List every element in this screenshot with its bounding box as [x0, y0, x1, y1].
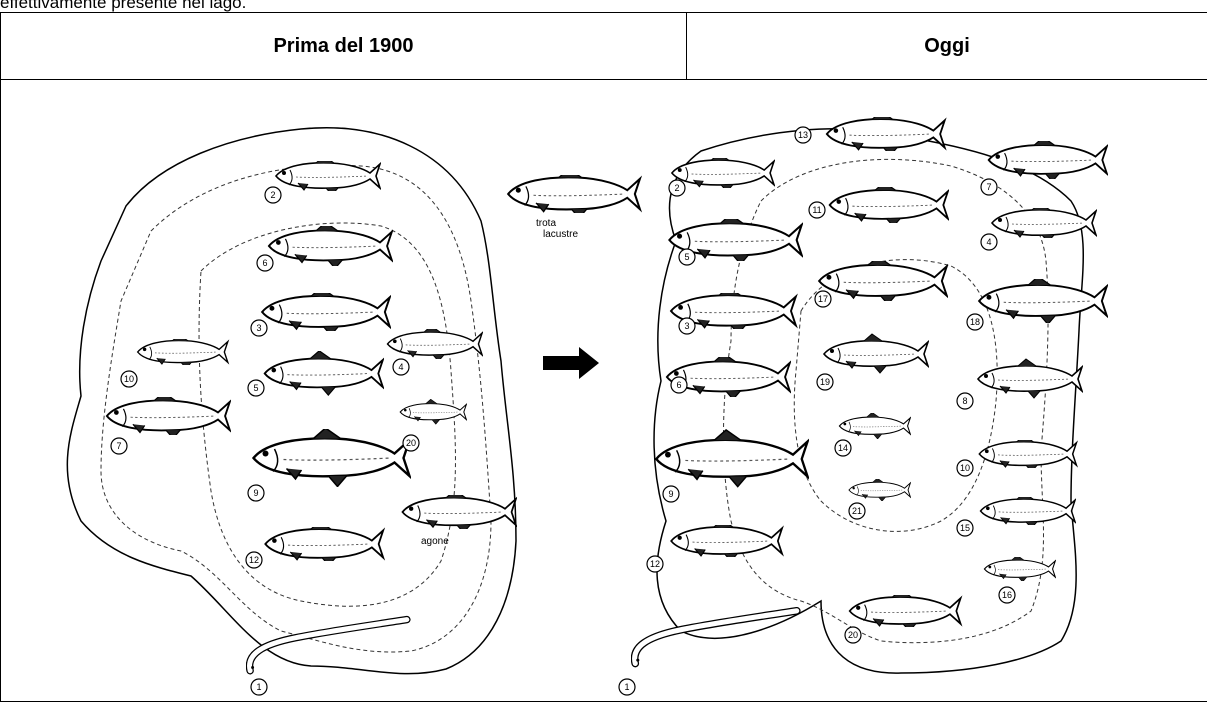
fish-before-4	[388, 326, 483, 361]
fish-before-agone	[402, 490, 515, 533]
label-lacustre: lacustre	[543, 229, 578, 240]
num-now-15: 15	[960, 523, 970, 533]
fish-before-9	[254, 428, 410, 487]
lake-before	[67, 128, 516, 674]
num-now-10: 10	[960, 463, 970, 473]
fish-before-6	[269, 222, 392, 268]
fish-before-2	[276, 156, 380, 195]
fish-now-8	[978, 359, 1082, 398]
fish-now-4	[992, 203, 1096, 242]
num-now-9: 9	[668, 489, 673, 499]
fish-now-13	[827, 111, 945, 155]
fish-trota-lacustre	[508, 169, 640, 218]
fish-now-6	[667, 353, 790, 399]
label-agone: agone	[421, 536, 449, 547]
fish-now-7	[989, 137, 1107, 181]
num-now-1: 1	[624, 682, 629, 692]
fish-now-14	[839, 412, 910, 439]
fish-now-16	[984, 555, 1055, 582]
fish-before-12	[265, 521, 383, 565]
header-today: Oggi	[687, 13, 1207, 80]
num-now-17: 17	[818, 294, 828, 304]
num-now-3: 3	[684, 321, 689, 331]
num-before-1: 1	[256, 682, 261, 692]
fish-now-2	[672, 153, 774, 191]
num-before-9: 9	[253, 488, 258, 498]
num-now-14: 14	[838, 443, 848, 453]
fish-before-10	[138, 335, 228, 369]
fish-now-9	[656, 430, 807, 487]
num-before-2: 2	[270, 190, 275, 200]
num-now-12: 12	[650, 559, 660, 569]
intro-text: effettivamente presente nel lago.	[0, 0, 1207, 12]
lake-fish-illustration: 2 6 3 5 9 12 1 10 7 4 20 agone trota lac…	[1, 80, 1206, 699]
num-before-12: 12	[249, 555, 259, 565]
fish-before-3	[262, 287, 390, 335]
fish-before-7	[107, 392, 230, 438]
num-now-8: 8	[962, 396, 967, 406]
fish-before-group	[107, 156, 516, 671]
num-now-19: 19	[820, 377, 830, 387]
num-now-20: 20	[848, 630, 858, 640]
fish-now-10	[979, 435, 1076, 471]
fish-now-21	[849, 478, 910, 501]
fish-now-19	[824, 334, 928, 373]
fish-before-20	[400, 399, 466, 424]
num-now-18: 18	[970, 317, 980, 327]
eel-now	[635, 611, 797, 664]
fish-now-18	[979, 276, 1107, 324]
num-now-6: 6	[676, 380, 681, 390]
comparison-table: Prima del 1900 Oggi	[0, 12, 1207, 702]
num-now-4: 4	[986, 237, 991, 247]
num-now-21: 21	[852, 506, 862, 516]
header-before-1900: Prima del 1900	[1, 13, 687, 80]
fish-now-20	[850, 590, 961, 632]
fish-now-11	[830, 182, 948, 226]
fish-before-5	[265, 351, 383, 395]
num-before-20: 20	[406, 438, 416, 448]
fish-now-15	[981, 493, 1076, 528]
arrow-icon	[543, 347, 599, 379]
num-before-7: 7	[116, 441, 121, 451]
fish-before-number-labels: 2 6 3 5 9 12 1 10 7 4 20	[116, 190, 416, 692]
num-before-10: 10	[124, 374, 134, 384]
figure-cell: 2 6 3 5 9 12 1 10 7 4 20 agone trota lac…	[1, 80, 1207, 702]
num-now-5: 5	[684, 252, 689, 262]
num-now-11: 11	[812, 205, 821, 215]
num-before-4: 4	[398, 362, 403, 372]
num-before-6: 6	[262, 258, 267, 268]
fish-now-group	[635, 111, 1107, 663]
num-now-16: 16	[1002, 590, 1012, 600]
num-now-7: 7	[986, 182, 991, 192]
num-before-3: 3	[256, 323, 261, 333]
label-trota: trota	[536, 218, 556, 229]
fish-now-12	[671, 520, 782, 562]
num-now-2: 2	[674, 183, 679, 193]
fish-now-17	[819, 256, 947, 304]
num-before-5: 5	[253, 383, 258, 393]
eel-before	[250, 620, 407, 671]
num-now-13: 13	[798, 130, 808, 140]
